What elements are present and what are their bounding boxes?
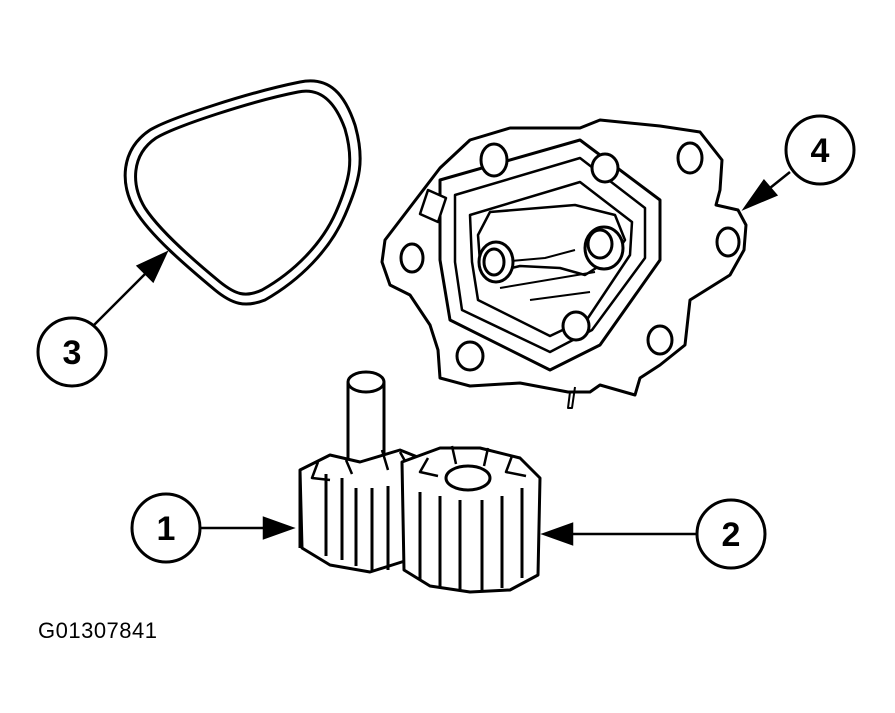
cover-shaft-bores: [477, 225, 625, 284]
callout-4: 4: [784, 114, 856, 186]
callout-3-label: 3: [63, 334, 82, 372]
callout-3: 3: [36, 316, 108, 388]
arrow-1-head: [262, 516, 296, 540]
callout-arrows: [93, 171, 791, 546]
gasket-part-3: [123, 79, 362, 306]
arrow-4-line: [769, 171, 791, 189]
driven-gear-part-2: [400, 445, 542, 594]
figure-id: G01307841: [38, 618, 158, 643]
callout-2: 2: [695, 498, 767, 570]
cover-bolt-holes: [399, 141, 741, 372]
arrow-3-line: [93, 273, 146, 326]
callout-4-label: 4: [811, 132, 830, 170]
arrow-2-head: [540, 522, 574, 546]
arrow-3-head: [135, 250, 169, 284]
callout-2-label: 2: [722, 516, 741, 554]
arrow-4-head: [741, 178, 779, 211]
callout-1: 1: [130, 492, 202, 564]
callout-1-label: 1: [157, 510, 176, 548]
